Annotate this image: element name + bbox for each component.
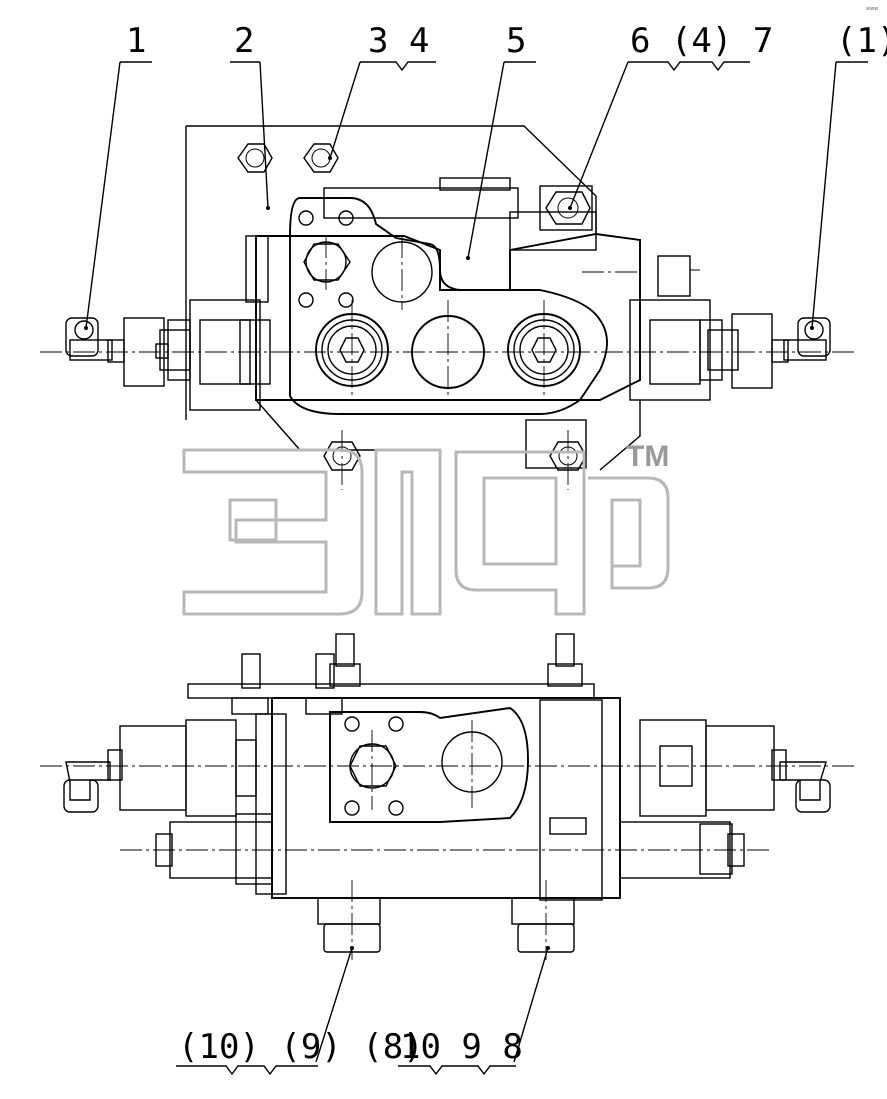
bolt-holes-top xyxy=(298,210,354,308)
leader-lines-bottom xyxy=(176,946,550,1076)
callout-10-9-8-paren: (10) (9) (8) xyxy=(178,1027,424,1067)
actuator-left xyxy=(107,317,271,387)
front-view-valve xyxy=(40,633,856,960)
callout-2: 2 xyxy=(234,21,254,61)
callout-6-4-7: 6 (4) 7 xyxy=(630,21,773,61)
fitting-left-top xyxy=(65,317,113,361)
callout-1-paren: (1) xyxy=(836,21,887,61)
fitting-right-bottom xyxy=(779,761,831,813)
front-actuator-left-lower xyxy=(155,813,273,885)
callout-3-4: 3 4 xyxy=(368,21,429,61)
trademark-symbol: TM xyxy=(626,440,669,473)
callouts-top: 1 2 3 4 5 6 (4) 7 (1) xyxy=(126,21,887,61)
top-view-valve xyxy=(40,125,856,490)
callouts-bottom: (10) (9) (8) 10 9 8 xyxy=(178,1027,523,1067)
callout-1: 1 xyxy=(126,21,146,61)
leader-lines-top xyxy=(84,61,868,330)
watermark-logo: TM xyxy=(182,440,670,616)
front-actuator-right-upper xyxy=(639,719,787,817)
callout-10-9-8: 10 9 8 xyxy=(400,1027,523,1067)
front-actuator-left-upper xyxy=(107,719,257,817)
corner-mark: www xyxy=(866,6,878,12)
callout-5: 5 xyxy=(506,21,526,61)
fitting-left-bottom xyxy=(63,761,111,813)
actuator-right xyxy=(649,255,789,389)
fitting-right-top xyxy=(783,317,831,361)
